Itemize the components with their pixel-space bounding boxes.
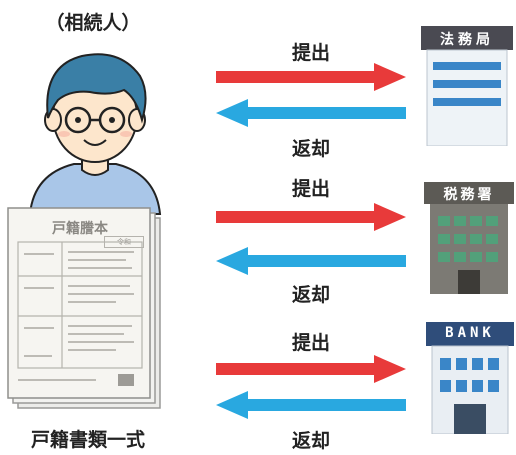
- submit-label: 提出: [291, 178, 330, 200]
- tax-office-building: 税務署: [424, 182, 514, 294]
- bank-building: BANK: [426, 322, 514, 434]
- tax-office-building-icon: [424, 182, 514, 294]
- submit-arrow: [216, 63, 406, 91]
- document-caption: 戸籍書類一式: [30, 429, 145, 451]
- submit-arrow: [216, 355, 406, 383]
- submit-label: 提出: [291, 332, 330, 354]
- heir-person-illustration: [28, 53, 162, 215]
- bank-sign: BANK: [445, 325, 495, 341]
- return-arrow: [216, 99, 406, 127]
- flow-row: 提出 返却: [216, 310, 406, 455]
- flow-row: 提出 返却: [216, 0, 406, 160]
- return-label: 返却: [291, 284, 330, 306]
- return-arrow: [216, 391, 406, 419]
- document-stamp: 令和: [104, 236, 144, 248]
- bureau-sign: 法務局: [440, 32, 494, 48]
- return-label: 返却: [291, 430, 330, 452]
- heir-label: （相続人）: [45, 12, 141, 34]
- flow-row: 提出 返却: [216, 160, 406, 310]
- return-arrow: [216, 247, 406, 275]
- tax-office-sign: 税務署: [443, 187, 495, 203]
- bureau-building-icon: [421, 26, 513, 146]
- document-stack-illustration: [7, 207, 161, 409]
- document-title: 戸籍謄本: [52, 221, 108, 237]
- submit-label: 提出: [291, 42, 330, 64]
- return-label: 返却: [291, 138, 330, 160]
- bank-building-icon: [426, 322, 514, 434]
- legal-affairs-bureau-building: 法務局: [421, 26, 513, 146]
- family-register-documents: 戸籍謄本 令和: [6, 206, 166, 414]
- submit-arrow: [216, 203, 406, 231]
